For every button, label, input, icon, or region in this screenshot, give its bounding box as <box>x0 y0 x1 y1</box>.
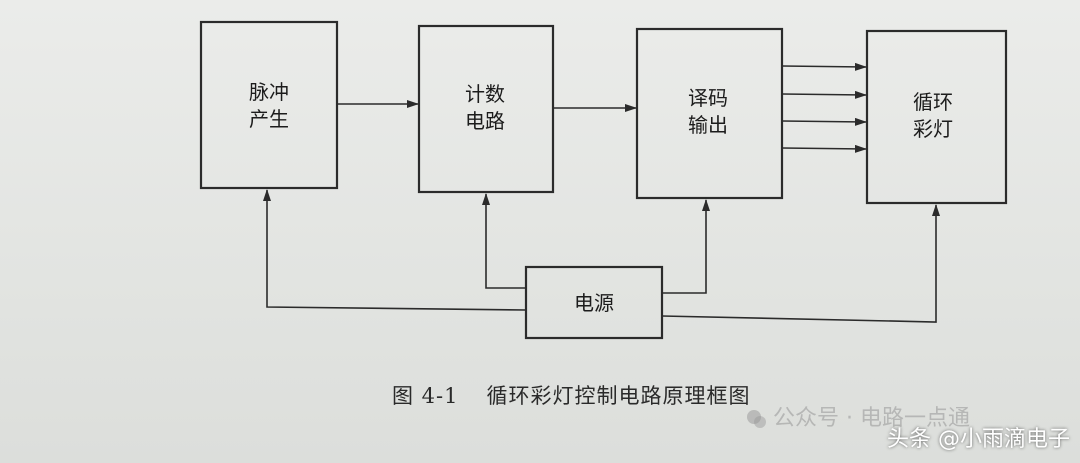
figure-number: 图 4-1 <box>392 384 459 408</box>
power-to-decoder-line <box>662 199 710 294</box>
decoder-label-line2: 输出 <box>688 113 728 137</box>
lights-label-line2: 彩灯 <box>913 117 953 141</box>
arrow-decoder-output-1 <box>781 62 867 71</box>
counter-label-line1: 计数 <box>465 82 505 106</box>
pulse-block <box>199 20 339 190</box>
power-to-lights-line <box>661 204 940 323</box>
power-to-counter-line <box>482 193 526 289</box>
power-block <box>524 265 664 340</box>
figure-caption: 图 4-1 循环彩灯控制电路原理框图 <box>392 380 751 410</box>
counter-block <box>417 24 555 194</box>
decoder-label-line1: 译码 <box>688 86 728 110</box>
pulse-label-line1: 脉冲 <box>249 80 289 104</box>
arrow-decoder-output-3 <box>781 117 867 126</box>
arrow-decoder-output-2 <box>781 90 867 99</box>
toutiao-watermark: 头条 @小雨滴电子 <box>887 427 1070 452</box>
lights-block <box>865 29 1008 205</box>
lights-label-line1: 循环 <box>913 90 953 114</box>
wechat-watermark-text: 公众号 · 电路一点通 <box>773 406 970 431</box>
arrow-decoder-output-4 <box>781 144 867 153</box>
power-label: 电源 <box>574 291 614 315</box>
decoder-block <box>635 27 784 200</box>
power-to-pulse-line <box>263 189 527 311</box>
wechat-watermark: 公众号 · 电路一点通 <box>745 400 970 432</box>
figure-title: 循环彩灯控制电路原理框图 <box>486 384 751 408</box>
pulse-label-line2: 产生 <box>249 107 289 131</box>
counter-label-line2: 电路 <box>465 109 505 133</box>
wechat-logo-icon <box>747 410 766 428</box>
